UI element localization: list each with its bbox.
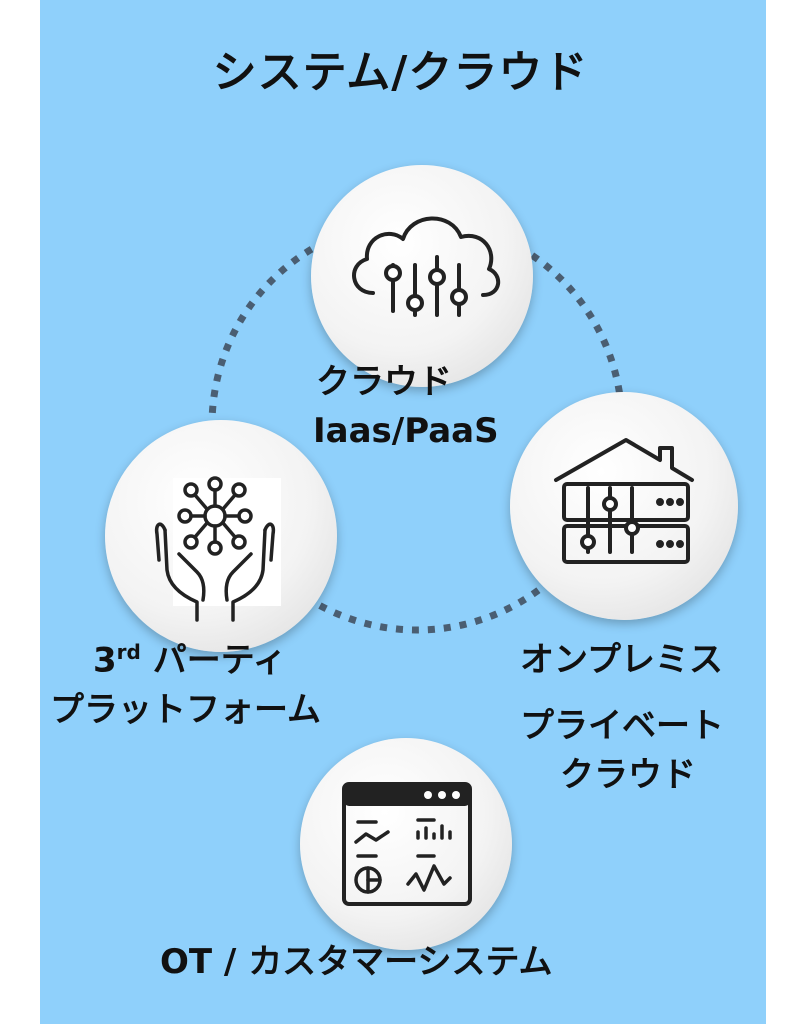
hands-network-icon	[154, 476, 281, 622]
cloud-sliders-icon	[352, 216, 500, 317]
onprem-node	[510, 392, 738, 620]
thirdparty-label-line1: 3rd パーティ	[93, 640, 287, 681]
thirdparty-label-rest: パーティ	[140, 640, 287, 681]
thirdparty-label-number: 3	[93, 640, 117, 681]
dashboard-window-icon	[342, 782, 472, 906]
thirdparty-node	[105, 420, 337, 652]
cloud-label-line2: Iaas/PaaS	[313, 411, 499, 451]
house-server-icon	[554, 438, 694, 564]
onprem-label-line3: クラウド	[560, 755, 696, 795]
cloud-node	[311, 165, 533, 387]
ot-node	[300, 738, 512, 950]
thirdparty-label-line2: プラットフォーム	[50, 690, 321, 730]
thirdparty-label-sup: rd	[116, 640, 141, 664]
onprem-label-line1: オンプレミス	[520, 640, 723, 680]
ot-label: OT / カスタマーシステム	[160, 942, 553, 982]
diagram-title: システム/クラウド	[212, 47, 589, 98]
cloud-label-line1: クラウド	[316, 362, 452, 402]
onprem-label-line2: プライベート	[520, 706, 724, 746]
